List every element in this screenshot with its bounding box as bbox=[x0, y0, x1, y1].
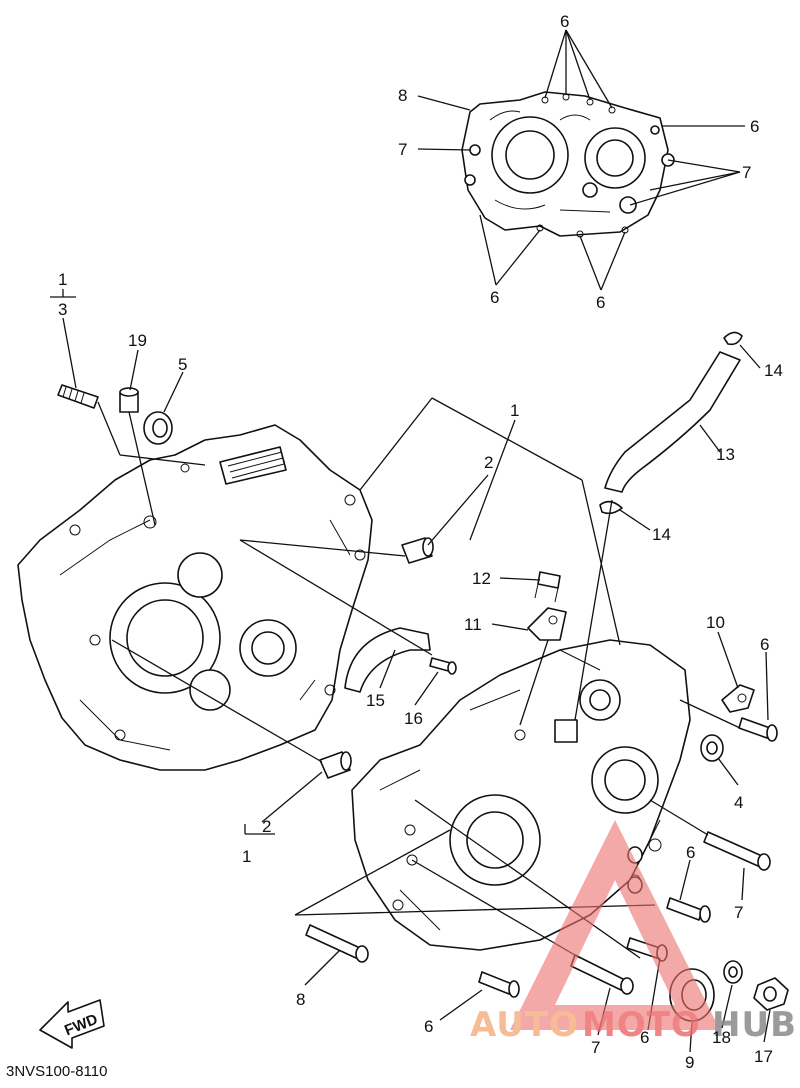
top-leader-lines bbox=[417, 29, 745, 291]
callout-mid-12: 12 bbox=[472, 569, 491, 588]
callout-left-5: 5 bbox=[178, 355, 187, 374]
dowel-pin-lower bbox=[319, 751, 352, 779]
bolt-part-6-right bbox=[738, 717, 778, 742]
long-bolt-part-7-upper bbox=[703, 831, 771, 871]
callout-bottom-7a: 7 bbox=[734, 903, 743, 922]
long-bolt-part-7-lower bbox=[570, 954, 634, 995]
bolt-part-12 bbox=[534, 571, 561, 603]
watermark: AUTO MOTO HUB bbox=[470, 820, 797, 1045]
watermark-auto-text: AUTO bbox=[470, 1005, 579, 1045]
callout-top-6a: 6 bbox=[560, 12, 569, 31]
stud-part-3 bbox=[57, 384, 99, 409]
bushing-part-19 bbox=[119, 387, 139, 413]
bolt-part-6-mid bbox=[666, 897, 711, 923]
screw-part-16 bbox=[429, 657, 457, 675]
diagram-code: 3NVS100-8110 bbox=[6, 1063, 107, 1080]
dowel-pin-upper bbox=[401, 537, 434, 564]
callout-bottom-6c: 6 bbox=[640, 1028, 649, 1047]
callout-bottom-9: 9 bbox=[685, 1053, 694, 1072]
callout-top-6b: 6 bbox=[750, 117, 759, 136]
callout-top-7a: 7 bbox=[398, 140, 407, 159]
callout-right-4: 4 bbox=[734, 793, 743, 812]
bracket-part-11 bbox=[527, 607, 567, 641]
callout-right-10: 10 bbox=[706, 613, 725, 632]
oil-seal-part-4 bbox=[700, 734, 724, 762]
callout-bottom-18: 18 bbox=[712, 1028, 731, 1047]
callout-right-14b: 14 bbox=[652, 525, 671, 544]
fwd-arrow-icon: FWD bbox=[39, 999, 105, 1049]
oil-seal-part-5 bbox=[143, 411, 173, 445]
callout-top-6d: 6 bbox=[596, 293, 605, 312]
leader-lines bbox=[50, 289, 771, 1053]
callout-bottom-8: 8 bbox=[296, 990, 305, 1009]
callout-labels: 6 8 7 6 7 6 6 1 3 19 5 1 2 2 1 14 13 14 … bbox=[58, 12, 783, 1072]
callout-bottom-6b: 6 bbox=[424, 1017, 433, 1036]
callout-lower-2: 2 bbox=[262, 817, 271, 836]
plate-part-15 bbox=[344, 627, 431, 693]
watermark-triangle-icon bbox=[510, 820, 720, 1030]
hose-clip-upper bbox=[723, 331, 743, 346]
crankcase-left bbox=[17, 424, 373, 771]
callout-top-8: 8 bbox=[398, 86, 407, 105]
callout-right-13: 13 bbox=[716, 445, 735, 464]
callout-bottom-7b: 7 bbox=[591, 1038, 600, 1057]
breather-hose-part-13 bbox=[604, 351, 741, 493]
clamp-part-10 bbox=[721, 684, 755, 713]
callout-top-7b: 7 bbox=[742, 163, 751, 182]
callout-top-6c: 6 bbox=[490, 288, 499, 307]
washer-part-18 bbox=[723, 960, 743, 984]
callout-mid-11: 11 bbox=[464, 615, 482, 634]
callout-mid-15: 15 bbox=[366, 691, 385, 710]
callout-right-14a: 14 bbox=[764, 361, 783, 380]
callout-center-1: 1 bbox=[510, 401, 519, 420]
callout-left-1: 1 bbox=[58, 270, 67, 289]
crankcase-gasket-top bbox=[461, 91, 675, 238]
callout-left-19: 19 bbox=[128, 331, 147, 350]
callout-right-6: 6 bbox=[760, 635, 769, 654]
bolt-part-6-bottom bbox=[478, 971, 520, 998]
callout-bottom-6a: 6 bbox=[686, 843, 695, 862]
watermark-moto-text: MOTO bbox=[582, 1005, 701, 1045]
plug-part-17 bbox=[753, 977, 789, 1011]
callout-lower-1: 1 bbox=[242, 847, 251, 866]
callout-center-2: 2 bbox=[484, 453, 493, 472]
callout-mid-16: 16 bbox=[404, 709, 423, 728]
callout-left-3: 3 bbox=[58, 300, 67, 319]
callout-bottom-17: 17 bbox=[754, 1047, 773, 1066]
long-bolt-part-8 bbox=[305, 924, 369, 963]
watermark-hub-text: HUB bbox=[712, 1005, 797, 1045]
